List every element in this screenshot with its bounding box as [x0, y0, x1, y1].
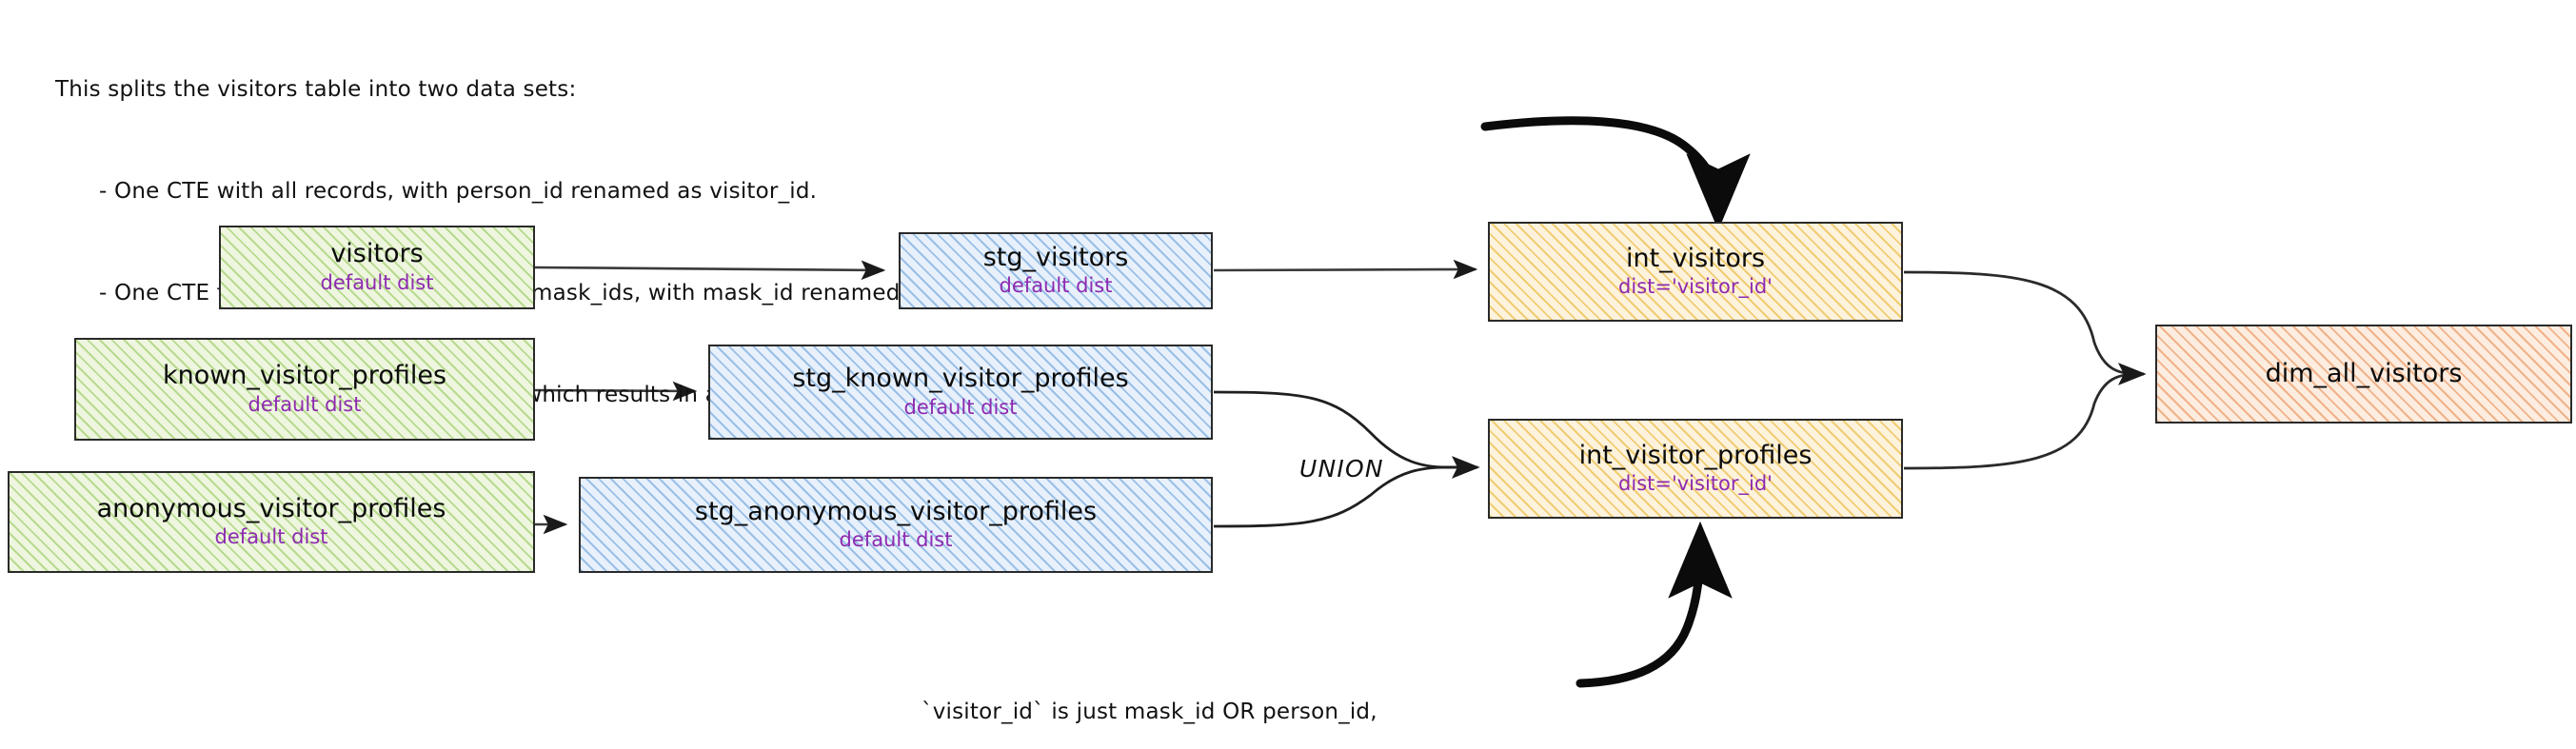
node-int-visitors[interactable]: int_visitors dist='visitor_id' [1488, 222, 1903, 322]
node-stg-anonymous-visitor-profiles-title: stg_anonymous_visitor_profiles [694, 496, 1098, 526]
node-stg-known-visitor-profiles-title: stg_known_visitor_profiles [792, 364, 1129, 394]
node-stg-known-visitor-profiles[interactable]: stg_known_visitor_profiles default dist [708, 345, 1213, 440]
annotation-arrow-to-int-visitor-profiles [1575, 521, 1733, 688]
node-stg-anonymous-visitor-profiles-dist: default dist [839, 528, 953, 552]
edge-stg-visitors-to-int-visitors [1213, 259, 1478, 280]
union-edge-label: UNION [1299, 455, 1384, 483]
node-stg-visitors-dist: default dist [999, 274, 1113, 298]
node-anonymous-visitor-profiles-title: anonymous_visitor_profiles [96, 493, 446, 523]
node-stg-visitors[interactable]: stg_visitors default dist [899, 232, 1213, 309]
intro-annotation-lead: This splits the visitors table into two … [55, 77, 577, 103]
node-visitors-dist: default dist [320, 270, 434, 294]
node-stg-visitors-title: stg_visitors [982, 242, 1129, 272]
node-int-visitor-profiles-dist: dist='visitor_id' [1618, 472, 1773, 496]
node-visitors-title: visitors [330, 239, 424, 269]
annotation-arrow-to-int-visitors [1480, 116, 1751, 231]
node-int-visitors-title: int_visitors [1625, 243, 1766, 273]
intro-annotation-bullet-1: - One CTE with all records, with person_… [99, 179, 818, 205]
edge-int-visitor-profiles-to-dim-all-visitors [1903, 372, 2138, 470]
node-anonymous-visitor-profiles-dist: default dist [214, 525, 328, 549]
union-annotation: `visitor_id` is just mask_id OR person_i… [921, 628, 1437, 749]
node-int-visitor-profiles-title: int_visitor_profiles [1578, 440, 1813, 470]
node-stg-known-visitor-profiles-dist: default dist [903, 395, 1018, 419]
node-int-visitors-dist: dist='visitor_id' [1618, 275, 1773, 299]
node-known-visitor-profiles-dist: default dist [248, 392, 362, 416]
node-dim-all-visitors[interactable]: dim_all_visitors [2155, 325, 2572, 424]
edge-int-visitors-to-dim-all-visitors [1903, 270, 2138, 376]
node-anonymous-visitor-profiles[interactable]: anonymous_visitor_profiles default dist [8, 471, 535, 573]
node-int-visitor-profiles[interactable]: int_visitor_profiles dist='visitor_id' [1488, 419, 1903, 519]
node-dim-all-visitors-title: dim_all_visitors [2265, 358, 2463, 388]
union-annotation-line-1: `visitor_id` is just mask_id OR person_i… [921, 700, 1377, 725]
node-known-visitor-profiles[interactable]: known_visitor_profiles default dist [74, 338, 535, 441]
node-visitors[interactable]: visitors default dist [219, 226, 535, 309]
node-known-visitor-profiles-title: known_visitor_profiles [162, 361, 447, 391]
node-stg-anonymous-visitor-profiles[interactable]: stg_anonymous_visitor_profiles default d… [579, 477, 1213, 573]
